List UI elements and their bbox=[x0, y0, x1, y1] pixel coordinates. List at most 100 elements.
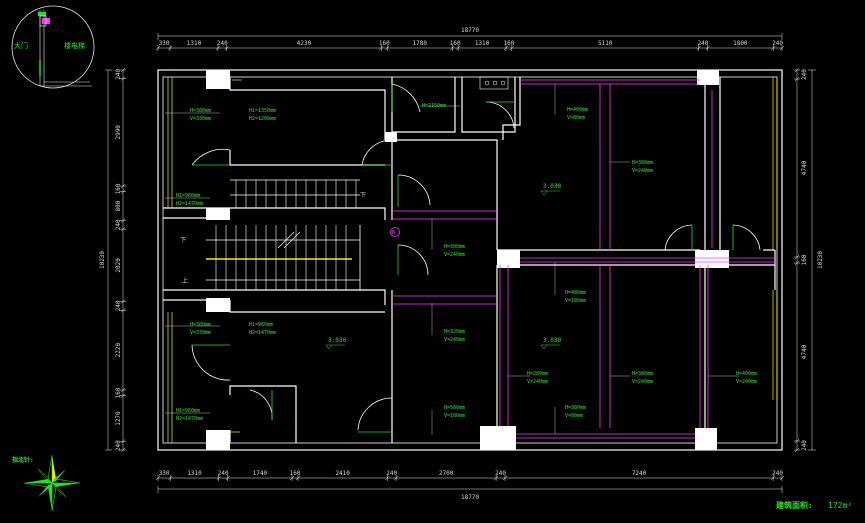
dim-left-6: 240 bbox=[115, 300, 122, 311]
dim-right-4: 240 bbox=[801, 440, 808, 451]
note-11-line1: H=320mm bbox=[444, 329, 465, 335]
dim-right-1: 4740 bbox=[801, 160, 808, 175]
note-10-line2: H2=1470mm bbox=[249, 330, 276, 336]
dim-top-5: 1780 bbox=[413, 40, 428, 47]
note-1-line2: V=330mm bbox=[190, 116, 211, 122]
stair-up-label: 上 bbox=[182, 277, 188, 285]
stairs bbox=[206, 179, 361, 290]
note-9-line2: V=330mm bbox=[190, 330, 211, 336]
dim-top-9: 5110 bbox=[598, 40, 613, 47]
dim-bottom-8: 240 bbox=[495, 470, 506, 477]
dim-bottom-3: 1740 bbox=[253, 470, 268, 477]
dim-left-10: 240 bbox=[115, 440, 122, 451]
note-7-line2: V=240mm bbox=[444, 252, 465, 258]
dim-right-2: 160 bbox=[801, 254, 808, 265]
dim-bottom-6: 240 bbox=[386, 470, 397, 477]
north-compass-icon bbox=[23, 454, 81, 512]
level-mark-2-icon bbox=[325, 344, 333, 350]
note-8-line2: V=180mm bbox=[565, 298, 586, 304]
note-10-line1: H1=960mm bbox=[249, 322, 273, 328]
stair-down-top-label: 下 bbox=[360, 192, 366, 199]
dim-left-1: 2990 bbox=[115, 125, 122, 140]
dim-left-0: 240 bbox=[115, 69, 122, 80]
dim-top-11: 1800 bbox=[733, 40, 748, 47]
dim-left-4: 240 bbox=[115, 219, 122, 230]
dim-top-0: 330 bbox=[159, 40, 170, 47]
axis-marker-icon bbox=[390, 227, 400, 237]
note-4-line1: H=2150mm bbox=[422, 103, 446, 109]
note-3-line1: H1=960mm bbox=[176, 193, 200, 199]
area-value: 172m² bbox=[828, 501, 852, 510]
note-15-line2: H2=1470mm bbox=[176, 416, 203, 422]
dim-top-3: 4230 bbox=[297, 40, 312, 47]
level-mark-1: 3.030 bbox=[543, 183, 561, 190]
dim-bottom-5: 2410 bbox=[335, 470, 350, 477]
dim-top-total: 18770 bbox=[461, 27, 479, 34]
note-6-line1: H=380mm bbox=[632, 160, 653, 166]
dim-right-3: 4740 bbox=[801, 344, 808, 359]
key-plan-elevator-label: 楼电梯 bbox=[64, 41, 85, 50]
level-mark-3: 3.030 bbox=[543, 337, 561, 344]
interior-walls bbox=[163, 77, 776, 443]
dim-left-3: 800 bbox=[115, 200, 122, 211]
beams bbox=[390, 79, 775, 439]
dim-top-4: 160 bbox=[379, 40, 390, 47]
dim-left-5: 2020 bbox=[115, 258, 122, 273]
dimension-lines bbox=[105, 33, 816, 493]
note-8-line1: H=480mm bbox=[565, 290, 586, 296]
dim-left-total: 10230 bbox=[99, 251, 106, 269]
key-plan: 大门 楼电梯 bbox=[11, 5, 95, 89]
dim-top-1: 1310 bbox=[187, 40, 202, 47]
note-9-line1: H=380mm bbox=[190, 322, 211, 328]
axis-marker-label: B bbox=[392, 230, 395, 236]
note-14-line1: H=400mm bbox=[736, 371, 757, 377]
note-7-line1: H=300mm bbox=[444, 244, 465, 250]
compass-label: 指北针: bbox=[12, 456, 34, 464]
key-plan-door-label: 大门 bbox=[14, 41, 28, 50]
dim-top-8: 160 bbox=[504, 40, 515, 47]
note-3-line2: H2=1470mm bbox=[176, 201, 203, 207]
dim-top-12: 240 bbox=[772, 40, 783, 47]
dim-right-0: 240 bbox=[801, 69, 808, 80]
dim-bottom-9: 7240 bbox=[632, 470, 647, 477]
note-15-line1: H1=960mm bbox=[176, 408, 200, 414]
note-2-line2: H2=1200mm bbox=[249, 116, 276, 122]
dim-bottom-total: 18770 bbox=[461, 494, 479, 501]
note-1-line1: H=380mm bbox=[190, 108, 211, 114]
key-plan-marker-icon bbox=[38, 12, 46, 16]
sink-fixture-icon bbox=[479, 76, 509, 90]
dim-top-6: 160 bbox=[450, 40, 461, 47]
note-12-line2: V=240mm bbox=[527, 379, 548, 385]
dim-left-8: 160 bbox=[115, 387, 122, 398]
note-2-line1: H1=1350mm bbox=[249, 108, 276, 114]
note-13-line2: V=240mm bbox=[632, 379, 653, 385]
note-12-line1: H=380mm bbox=[527, 371, 548, 377]
exterior-walls bbox=[157, 69, 783, 451]
note-16-line2: V=180mm bbox=[444, 413, 465, 419]
dim-bottom-0: 330 bbox=[159, 470, 170, 477]
dim-top-10: 240 bbox=[698, 40, 709, 47]
dim-left-7: 2220 bbox=[115, 343, 122, 358]
dim-bottom-7: 2700 bbox=[439, 470, 454, 477]
note-11-line2: V=240mm bbox=[444, 337, 465, 343]
stair-down-label: 下 bbox=[180, 237, 186, 244]
leader-lines bbox=[165, 84, 738, 435]
key-plan-circle bbox=[11, 5, 95, 89]
note-17-line1: H=380mm bbox=[565, 405, 586, 411]
area-label: 建筑面积: bbox=[775, 500, 813, 510]
note-14-line2: V=240mm bbox=[736, 379, 757, 385]
dim-top-7: 1310 bbox=[475, 40, 490, 47]
dim-top-2: 240 bbox=[217, 40, 228, 47]
note-13-line1: H=380mm bbox=[632, 371, 653, 377]
note-16-line1: H=580mm bbox=[444, 405, 465, 411]
note-17-line2: V=80mm bbox=[565, 413, 583, 419]
note-6-line2: V=240mm bbox=[632, 168, 653, 174]
columns bbox=[206, 70, 729, 450]
dim-left-9: 1270 bbox=[115, 411, 122, 426]
doors bbox=[191, 83, 761, 433]
dim-bottom-1: 1310 bbox=[187, 470, 202, 477]
level-mark-2: 3.030 bbox=[328, 337, 346, 344]
dim-bottom-2: 240 bbox=[218, 470, 229, 477]
